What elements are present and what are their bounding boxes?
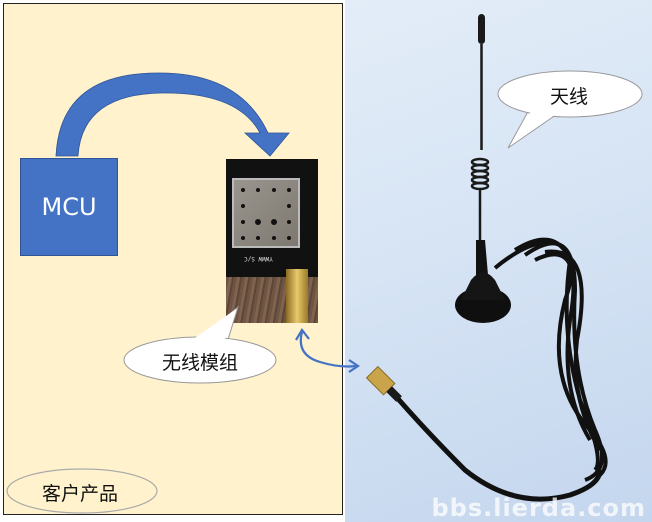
module-shield — [232, 178, 300, 248]
module-sma-jack — [286, 269, 308, 323]
watermark: bbs.lierda.com — [431, 494, 646, 522]
antenna-tip — [478, 14, 485, 44]
wireless-module-photo: YWWW S/C — [226, 159, 318, 323]
antenna-photo-panel: bbs.lierda.com — [345, 0, 652, 522]
antenna-stem — [476, 240, 488, 275]
module-callout-label: 无线模组 — [162, 352, 239, 374]
sma-connector — [365, 365, 402, 402]
product-label: 客户产品 — [42, 483, 119, 505]
antenna-coil — [470, 157, 490, 240]
module-silkscreen: YWWW S/C — [244, 255, 273, 262]
mcu-label: MCU — [41, 193, 97, 221]
antenna-cable-coil — [493, 237, 608, 482]
antenna-cable — [391, 391, 603, 502]
antenna-photo — [365, 14, 608, 502]
antenna-callout-label: 天线 — [550, 86, 589, 108]
mcu-block: MCU — [20, 158, 118, 256]
